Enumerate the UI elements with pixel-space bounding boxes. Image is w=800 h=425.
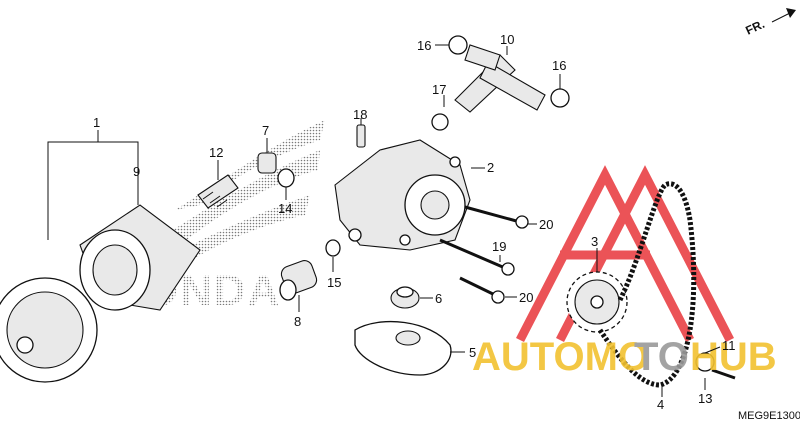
part-6-seal (390, 286, 420, 309)
part-15-o-ring (325, 239, 341, 257)
oil-filter-assembly (0, 204, 201, 383)
front-direction-indicator: FR. (743, 8, 796, 38)
label-14: 14 (278, 201, 292, 216)
diagram-code: MEG9E1300 (738, 410, 800, 422)
label-2: 2 (487, 160, 494, 175)
label-20-lower: 20 (519, 290, 533, 305)
label-16-right: 16 (552, 58, 566, 73)
label-10: 10 (500, 32, 514, 47)
callout-labels: 1 2 3 4 5 6 7 8 9 10 11 12 13 14 15 16 1… (93, 32, 736, 412)
part-13-bolt (711, 368, 736, 380)
part-3-sprocket (566, 271, 628, 333)
label-7: 7 (262, 123, 269, 138)
label-17: 17 (432, 82, 446, 97)
bolts (439, 205, 529, 304)
watermark-text: AUTOMO TO HUB (472, 335, 777, 379)
filter-cap-inner (6, 291, 84, 369)
label-6: 6 (435, 291, 442, 306)
label-20-upper: 20 (539, 217, 553, 232)
part-16-seal-left (448, 35, 468, 55)
label-8: 8 (294, 314, 301, 329)
part-5-strainer (354, 320, 452, 376)
callout-lines (137, 44, 721, 397)
callout-bracket-1 (47, 141, 139, 240)
label-12: 12 (209, 145, 223, 160)
watermark-right: HUB (690, 335, 777, 379)
label-1: 1 (93, 115, 100, 130)
label-19: 19 (492, 239, 506, 254)
oil-pump (334, 139, 471, 251)
watermark-middle: TO (634, 335, 689, 379)
part-10-oil-pipe (454, 44, 546, 113)
watermark-left: AUTOMO (472, 335, 649, 379)
part-4-chain (597, 181, 697, 388)
watermark-triangles (515, 165, 735, 343)
label-3: 3 (591, 234, 598, 249)
part-18-dowel-pin (356, 124, 366, 148)
label-11: 11 (722, 338, 736, 353)
label-5: 5 (469, 345, 476, 360)
label-16-left: 16 (417, 38, 431, 53)
part-14-o-ring (277, 168, 295, 188)
front-label: FR. (743, 17, 766, 38)
label-9: 9 (133, 164, 140, 179)
part-12-fitting (197, 174, 239, 209)
red-triangle-icon (515, 165, 695, 343)
part-7-collar (257, 152, 277, 174)
label-13: 13 (698, 391, 712, 406)
part-8-valve (279, 260, 318, 301)
label-4: 4 (657, 397, 664, 412)
label-15: 15 (327, 275, 341, 290)
drain-bolt (16, 336, 34, 354)
part-16-seal-right (550, 88, 570, 108)
oil-filter-center (92, 244, 138, 296)
part-17-o-ring (431, 113, 449, 131)
arrowhead-icon (786, 8, 796, 18)
label-18: 18 (353, 107, 367, 122)
